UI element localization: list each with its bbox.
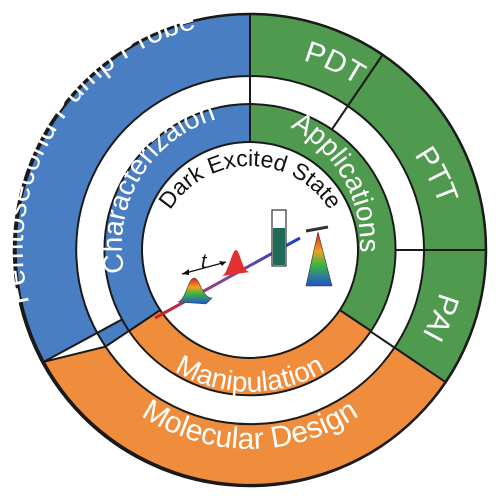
arrow-head-right: [219, 261, 226, 266]
cuvette-liquid: [273, 228, 285, 265]
pump-probe-illustration: t: [154, 209, 333, 320]
detector-bar: [305, 225, 329, 233]
pulse-wavepacket: [177, 277, 213, 305]
arrow-head-left: [182, 269, 189, 275]
time-delay-arrow: [181, 261, 227, 275]
probe-pulse: [222, 250, 250, 276]
center-disk: [141, 141, 359, 359]
spectrum-cone: [305, 231, 333, 287]
time-delay-symbol: t: [201, 251, 208, 273]
outer-border: [12, 12, 488, 488]
